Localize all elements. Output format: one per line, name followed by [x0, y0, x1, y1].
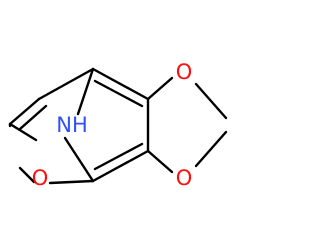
bond-group: [8, 67, 228, 185]
molecule-diagram: O O O NH: [8, 60, 228, 190]
bond-o-top-to-ch2: [194, 82, 228, 120]
bond-nh-to-bridge: [63, 136, 95, 183]
bond-c-to-o-bottom: [146, 149, 174, 174]
bond-left-double-outer: [8, 97, 41, 126]
bond-o-left-to-bridge: [48, 179, 95, 185]
bond-left-to-o: [8, 122, 38, 142]
atom-nh: NH: [56, 113, 88, 137]
atom-o-bottom-right: O: [176, 166, 193, 190]
bond-top-double-outer: [91, 67, 150, 101]
bond-bottom-double-inner: [93, 142, 144, 171]
bond-top-double-inner: [93, 79, 144, 108]
atom-labels: O O O NH: [32, 60, 193, 190]
bond-ch2-to-o-bottom: [194, 130, 228, 168]
bond-o-to-bridge: [18, 166, 36, 184]
atom-o-bottom-left: O: [32, 166, 49, 190]
bond-c-to-o-top: [146, 76, 174, 101]
bond-top-to-upper-left: [37, 67, 95, 101]
bond-bottom-double-outer: [91, 149, 150, 183]
atom-o-top-right: O: [176, 60, 193, 84]
bond-left-double-inner: [18, 104, 48, 131]
bond-top-to-nh: [76, 67, 95, 116]
